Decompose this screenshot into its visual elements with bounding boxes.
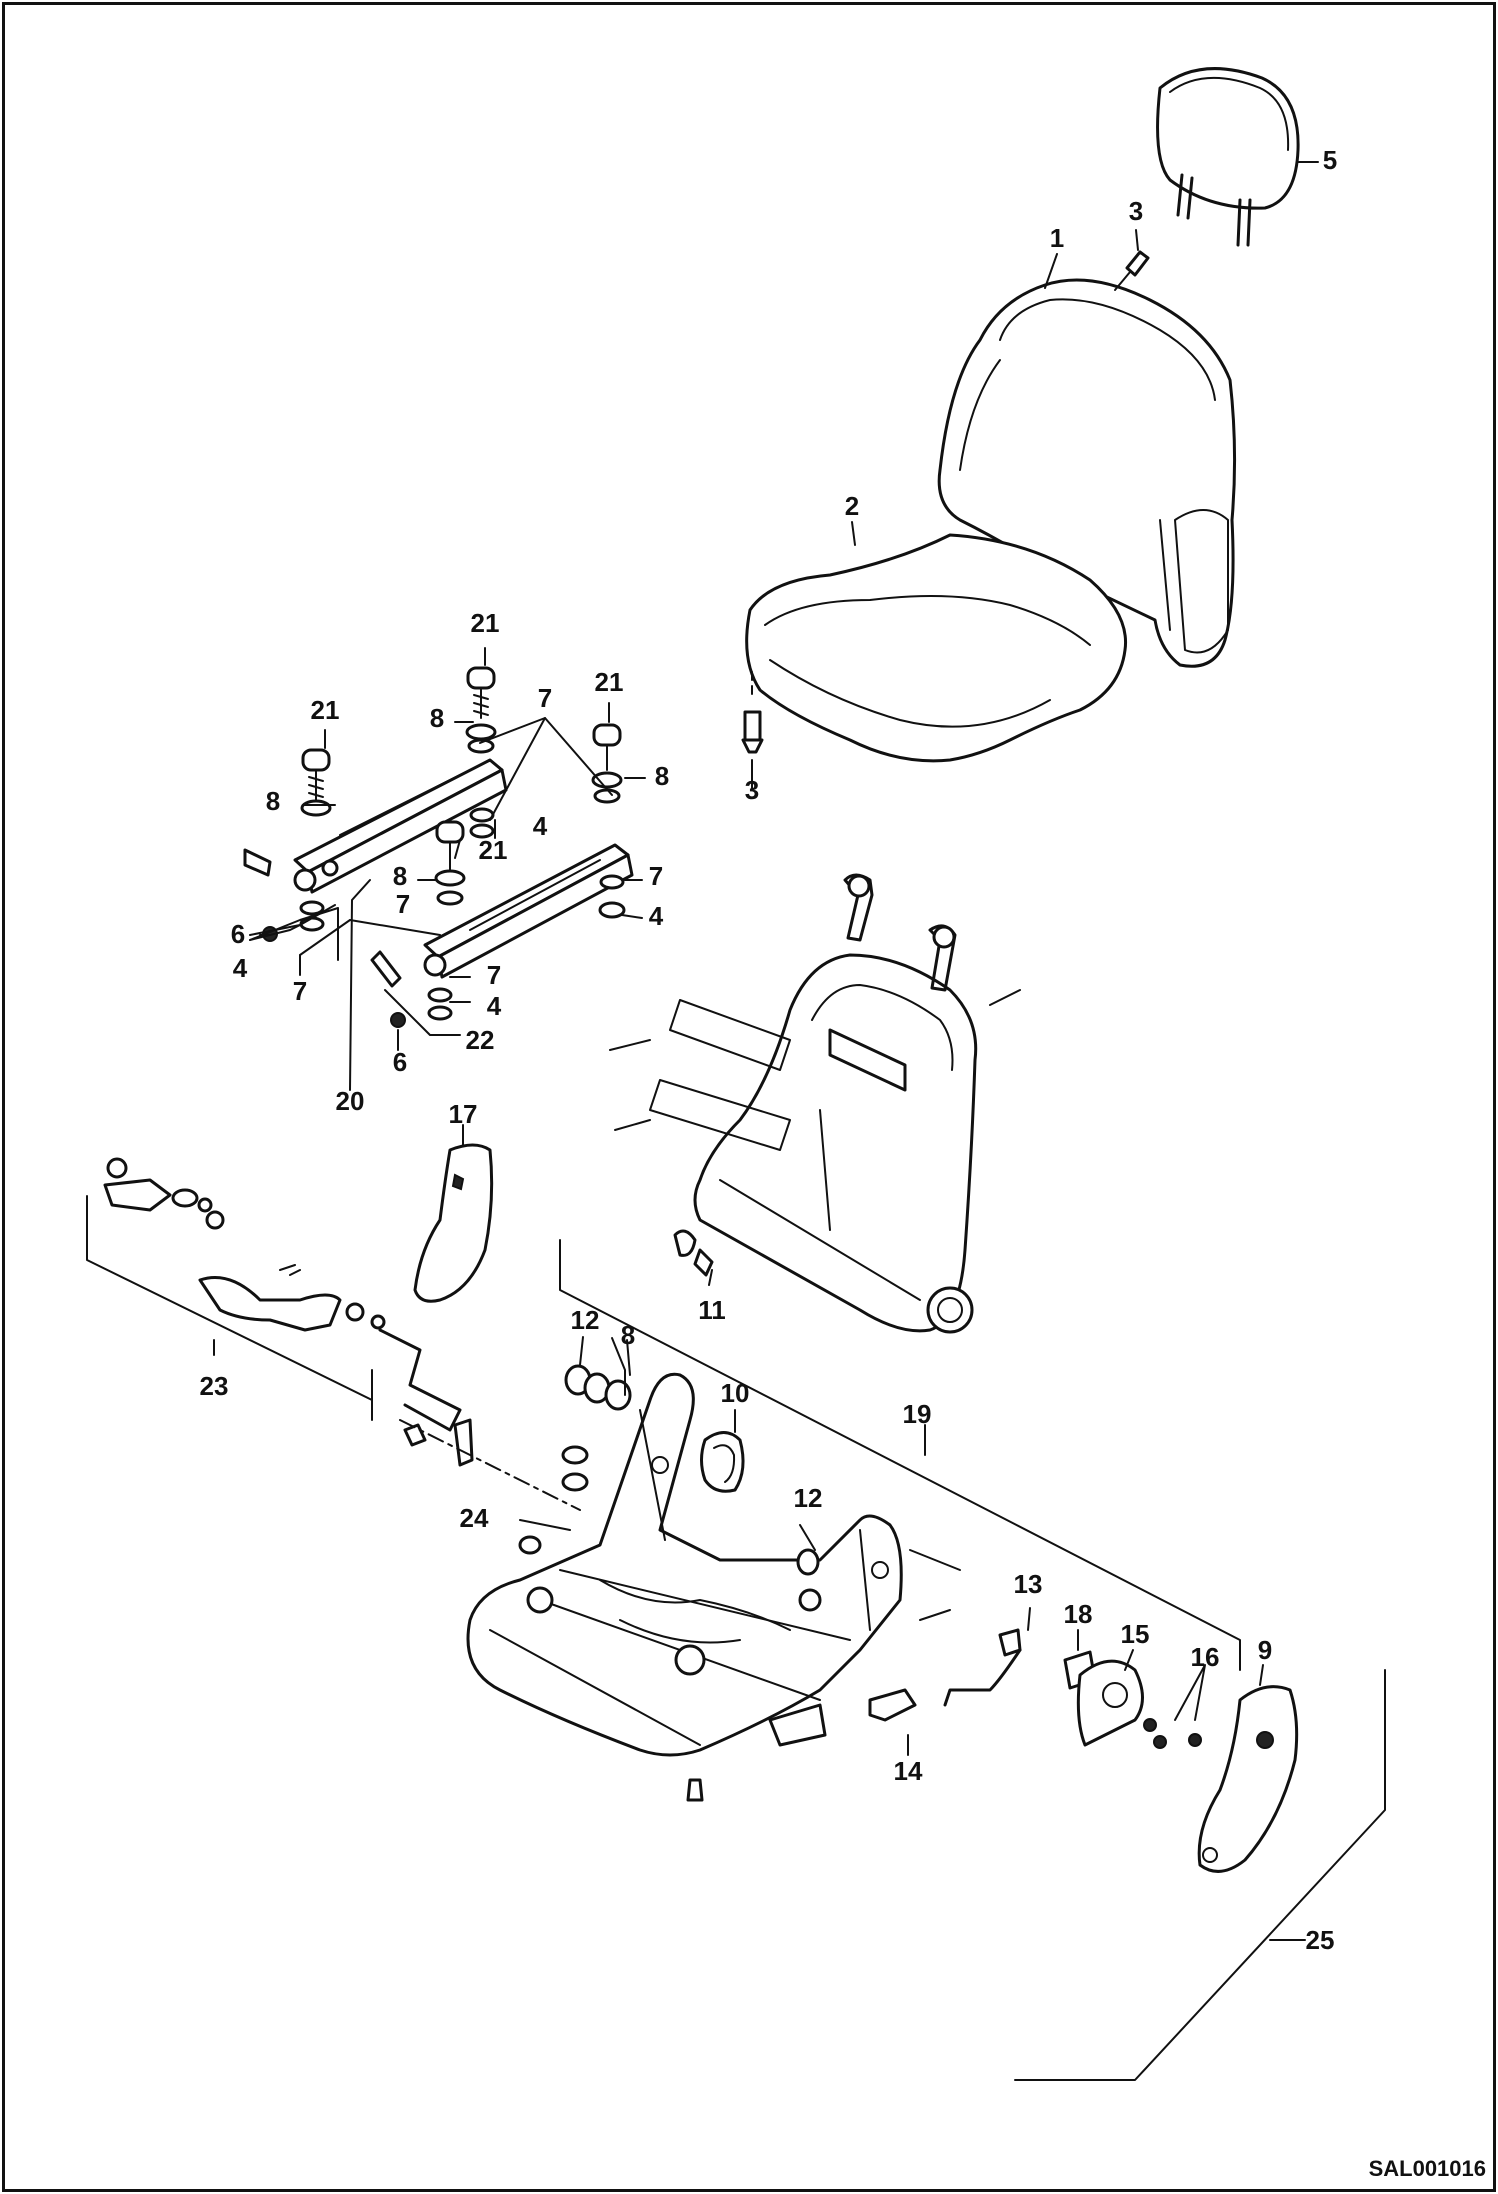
seat-base-frame-part <box>466 1372 903 1802</box>
screw-part-upper <box>1114 250 1150 291</box>
callout-4-b: 4 <box>649 901 664 931</box>
callout-2: 2 <box>845 491 859 521</box>
callout-4-c: 4 <box>233 953 248 983</box>
seat-rail-left <box>243 758 508 894</box>
bolt-21-c <box>592 723 622 771</box>
callout-21-d: 21 <box>479 835 508 865</box>
ring-10-part <box>700 1431 745 1493</box>
callout-16: 16 <box>1191 1642 1220 1672</box>
seat-back-frame-part <box>609 873 1021 1334</box>
callout-12-a: 12 <box>571 1305 600 1335</box>
callout-10: 10 <box>721 1378 750 1408</box>
callout-18: 18 <box>1064 1599 1093 1629</box>
callout-labels: 1 2 3 3 5 21 21 21 21 7 7 7 7 7 8 8 8 8 … <box>200 145 1338 1955</box>
lever-assembly-23-part <box>103 1157 462 1432</box>
drawing-code: SAL001016 <box>1369 2156 1486 2181</box>
bolt-21-a <box>466 666 496 719</box>
callout-20: 20 <box>336 1086 365 1116</box>
callout-13: 13 <box>1014 1569 1043 1599</box>
callout-6-b: 6 <box>393 1047 407 1077</box>
callout-7-e: 7 <box>487 960 501 990</box>
callout-25: 25 <box>1306 1925 1335 1955</box>
callout-3-lower: 3 <box>745 775 759 805</box>
callout-21-a: 21 <box>471 608 500 638</box>
callout-22: 22 <box>466 1025 495 1055</box>
seat-cushion-part <box>745 533 1128 763</box>
headrest-part <box>1156 67 1319 247</box>
callout-15: 15 <box>1121 1619 1150 1649</box>
recliner-mechanism-part <box>868 1549 1202 1749</box>
callout-4-d: 4 <box>487 991 502 1021</box>
screw-part-lower <box>741 671 764 754</box>
callout-8-c: 8 <box>655 761 669 791</box>
callout-3-upper: 3 <box>1129 196 1143 226</box>
callout-19: 19 <box>903 1399 932 1429</box>
callout-11: 11 <box>698 1295 726 1325</box>
callout-4-a: 4 <box>533 811 548 841</box>
callout-12-b: 12 <box>794 1483 823 1513</box>
callout-21-b: 21 <box>311 695 340 725</box>
callout-8-d: 8 <box>393 861 407 891</box>
callout-7-d: 7 <box>293 976 307 1006</box>
callout-17: 17 <box>449 1099 478 1129</box>
bolt-21-b <box>301 748 331 801</box>
callout-5: 5 <box>1323 145 1337 175</box>
spacer-12-8-part <box>518 1364 820 1576</box>
callout-23: 23 <box>200 1371 229 1401</box>
callout-8-b: 8 <box>266 786 280 816</box>
callout-8-e: 8 <box>621 1320 635 1350</box>
seat-rail-right <box>423 843 634 979</box>
callout-9: 9 <box>1258 1635 1272 1665</box>
callout-8-a: 8 <box>430 703 444 733</box>
callout-6-a: 6 <box>231 919 245 949</box>
leader-lines <box>86 229 1386 2081</box>
bolt-21-d <box>435 820 465 871</box>
side-cover-17-part <box>413 1143 494 1303</box>
callout-14: 14 <box>894 1756 923 1786</box>
callout-24: 24 <box>460 1503 489 1533</box>
callout-7-c: 7 <box>649 861 663 891</box>
callout-7-a: 7 <box>538 683 552 713</box>
seat-back-cushion-part <box>937 278 1237 668</box>
side-cover-9-part <box>1197 1685 1299 1873</box>
callout-7-b: 7 <box>396 889 410 919</box>
callout-21-c: 21 <box>595 667 624 697</box>
callout-1: 1 <box>1050 223 1064 253</box>
